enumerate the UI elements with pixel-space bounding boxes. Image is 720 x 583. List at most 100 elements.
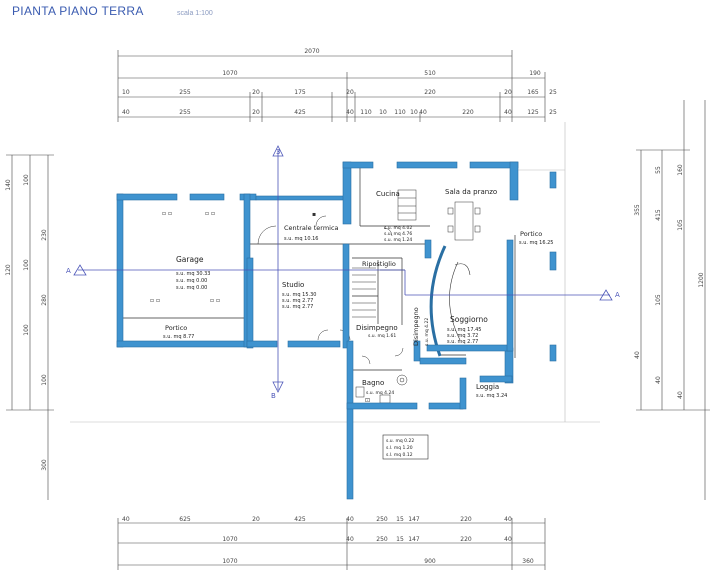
area-legend-box: s.u. mq 0.22 s.l. mq 1.20 s.l. mq 0.12 [382, 434, 429, 460]
svg-text:1070: 1070 [222, 558, 237, 565]
svg-text:250: 250 [376, 516, 388, 523]
svg-text:s.u. mq 8.77: s.u. mq 8.77 [163, 334, 194, 340]
svg-text:360: 360 [522, 558, 534, 565]
svg-text:s.u. mq 30.33: s.u. mq 30.33 [176, 271, 211, 277]
room-cucina: Cucina s.u. mq 4.02 s.u. mq 4.76 s.u. mq… [376, 190, 412, 243]
svg-text:40: 40 [504, 536, 512, 543]
svg-text:55: 55 [655, 166, 662, 174]
dimension-lines-left [6, 154, 54, 500]
page-title: PIANTA PIANO TERRA [12, 4, 144, 18]
svg-text:40: 40 [655, 376, 662, 384]
svg-text:40: 40 [419, 109, 427, 116]
svg-text:900: 900 [424, 558, 436, 565]
svg-text:s.l. mq 0.12: s.l. mq 0.12 [386, 452, 413, 458]
svg-text:20: 20 [252, 516, 260, 523]
svg-text:230: 230 [41, 229, 48, 241]
svg-text:Portico: Portico [165, 324, 187, 332]
svg-text:s.l. mq 1.20: s.l. mq 1.20 [386, 445, 413, 451]
svg-text:10: 10 [379, 109, 387, 116]
dining-table [447, 201, 481, 241]
svg-text:220: 220 [424, 89, 436, 96]
svg-text:120: 120 [5, 264, 12, 276]
svg-text:100: 100 [23, 324, 30, 336]
svg-text:Soggiorno: Soggiorno [450, 315, 488, 324]
dimension-texts-bottom: 40 625 20 425 40 250 15 147 220 40 1070 … [122, 516, 534, 565]
interior-lines [123, 168, 516, 371]
svg-text:s.u. mq 0.00: s.u. mq 0.00 [176, 285, 207, 291]
svg-text:40: 40 [504, 109, 512, 116]
svg-text:1200: 1200 [698, 272, 705, 287]
svg-text:▫ ▫: ▫ ▫ [205, 210, 215, 217]
svg-text:40: 40 [346, 109, 354, 116]
dimension-texts-left: 140 100 230 120 100 280 100 100 300 [5, 174, 48, 471]
walls [116, 161, 557, 500]
scale-note: scala 1:100 [177, 10, 213, 17]
svg-text:Garage: Garage [176, 255, 204, 264]
svg-text:Disimpegno: Disimpegno [356, 324, 398, 332]
svg-text:▫ ▫: ▫ ▫ [210, 297, 220, 304]
svg-text:147: 147 [408, 536, 420, 543]
section-label-b-bottom: B [271, 392, 276, 400]
svg-text:20: 20 [252, 89, 260, 96]
dim-top-2: 510 [424, 70, 436, 77]
svg-text:100: 100 [23, 174, 30, 186]
svg-text:s.u. mq 3.24: s.u. mq 3.24 [476, 393, 507, 399]
svg-text:160: 160 [677, 164, 684, 176]
svg-text:15: 15 [396, 536, 404, 543]
room-disimpegno-1: Disimpegno s.u. mq 1.61 [356, 324, 398, 339]
svg-text:40: 40 [122, 109, 130, 116]
svg-text:s.u. mq 15.30: s.u. mq 15.30 [282, 292, 317, 298]
svg-text:25: 25 [549, 89, 557, 96]
svg-text:110: 110 [360, 109, 372, 116]
svg-text:255: 255 [179, 89, 191, 96]
room-portico-est: Portico s.u. mq 16.25 [519, 230, 554, 246]
svg-text:s.u. mq 17.45: s.u. mq 17.45 [447, 327, 482, 333]
column-markers: ▫ ▫ ▫ ▫ ▫ ▫ ▫ ▫ ▪ ⊡ [150, 210, 370, 404]
svg-text:▫ ▫: ▫ ▫ [150, 297, 160, 304]
svg-text:220: 220 [460, 536, 472, 543]
svg-text:Sala da pranzo: Sala da pranzo [445, 188, 497, 196]
svg-text:15: 15 [396, 516, 404, 523]
curved-wall [429, 245, 447, 357]
curved-partition [449, 261, 471, 341]
room-disimpegno-2: Disimpegno s.u. mq 4.22 [412, 307, 430, 346]
svg-text:Bagno: Bagno [362, 379, 384, 387]
section-label-b-top: 3 [276, 148, 280, 156]
svg-text:220: 220 [460, 516, 472, 523]
dimension-texts-top: 2070 1070 510 190 10 255 20 175 20 220 2… [122, 48, 557, 116]
svg-text:s.u. mq 2.77: s.u. mq 2.77 [282, 298, 313, 304]
section-markers [73, 145, 613, 393]
svg-text:165: 165 [527, 89, 539, 96]
svg-text:625: 625 [179, 516, 191, 523]
svg-text:280: 280 [41, 294, 48, 306]
svg-text:s.u. mq 4.22: s.u. mq 4.22 [424, 318, 430, 346]
room-centrale-termica: Centrale termica s.u. mq 10.16 [284, 224, 339, 242]
svg-text:Centrale termica: Centrale termica [284, 224, 339, 232]
svg-text:250: 250 [376, 536, 388, 543]
svg-text:20: 20 [504, 89, 512, 96]
svg-text:Disimpegno: Disimpegno [412, 307, 420, 346]
dimension-lines-bottom [117, 518, 546, 570]
svg-text:40: 40 [677, 391, 684, 399]
svg-text:10: 10 [122, 89, 130, 96]
svg-text:125: 125 [527, 109, 539, 116]
room-garage: Garage s.u. mq 30.33 s.u. mq 0.00 s.u. m… [176, 255, 211, 291]
svg-text:300: 300 [41, 459, 48, 471]
svg-text:175: 175 [294, 89, 306, 96]
svg-text:220: 220 [462, 109, 474, 116]
svg-text:s.u. mq 4.24: s.u. mq 4.24 [366, 390, 394, 396]
dimension-lines-right [636, 100, 710, 500]
svg-text:Studio: Studio [282, 281, 304, 289]
terrain-lines [70, 122, 600, 423]
section-label-a-right: A [615, 291, 620, 299]
svg-text:425: 425 [294, 109, 306, 116]
staircase [352, 267, 376, 318]
dimension-lines-top [117, 50, 546, 122]
svg-text:1070: 1070 [222, 536, 237, 543]
svg-text:s.u. mq 4.76: s.u. mq 4.76 [384, 231, 412, 237]
svg-text:105: 105 [655, 294, 662, 306]
room-portico-garage: Portico s.u. mq 8.77 [163, 324, 194, 340]
svg-text:415: 415 [655, 209, 662, 221]
room-loggia: Loggia s.u. mq 3.24 [476, 383, 507, 399]
